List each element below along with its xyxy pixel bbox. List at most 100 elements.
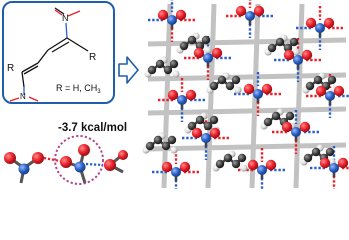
nitrogen-atom [245,11,255,21]
oxygen-atom [179,161,191,173]
lattice-molecules [142,0,349,189]
nitro-dimer [4,135,128,185]
oxygen-atom [167,89,179,101]
oxygen-atom [157,9,169,21]
diene-chain [21,37,89,88]
carbon-atom [237,153,247,163]
oxygen-atom [209,127,221,139]
carbon-atom [303,153,313,163]
carbon-atom [203,121,213,131]
oxygen-atom [333,85,345,97]
bond-n-c-top [65,22,68,39]
oxygen-atom [118,150,128,160]
carbon-atom [215,159,225,169]
oxygen-atom [60,156,72,168]
nitrogen-atom [293,55,303,65]
carbon-atom [263,117,273,127]
oxygen-atom [319,157,331,169]
nitro-group-top [54,7,81,17]
nitrogen-atom [177,95,187,105]
carbon-atom [179,41,189,51]
carbon-atom [217,75,227,85]
oxygen-atom [299,121,311,133]
carbon-atom [313,75,323,85]
oxygen-atom [32,152,44,164]
carbon-atom [201,35,211,45]
nitro-top-nitrogen: N [62,13,69,23]
carbon-atom [225,81,235,91]
figure: N R R N R = H, CH3 -3.7 kcal/mol [2,0,349,189]
nitrogen-atom [171,167,181,177]
oxygen-atom [235,5,247,17]
structure-frame [2,1,115,104]
oxygen-atom [104,159,116,171]
nitro-bottom-nitrogen: N [20,92,26,101]
nitrogen-atom [203,53,213,63]
carbon-atom [209,115,219,125]
substituent-note: R = H, CH3 [56,83,101,95]
carbon-atom [231,75,241,85]
nitrogen-atom [291,127,301,137]
oxygen-atom [211,47,223,59]
oxygen-atom [283,49,295,61]
hydrogen-atom [234,86,242,94]
nitrogen-atom [18,163,30,175]
transform-arrow [118,56,139,84]
carbon-atom [311,147,321,157]
oxygen-atom [301,49,313,61]
carbon-atom [163,65,173,75]
carbon-atom [327,75,337,85]
nitrogen-atom [201,133,211,143]
carbon-atom [195,115,205,125]
carbon-atom [325,147,335,157]
carbon-atom [161,141,171,151]
nitrogen-atom [325,91,335,101]
oxygen-atom [193,47,205,59]
carbon-atom [187,35,197,45]
highlight-circle [54,135,104,185]
carbon-atom [187,121,197,131]
nitrogen-atom [329,163,339,173]
carbon-atom [167,135,177,145]
crystal-packing [142,0,349,189]
oxygen-atom [305,17,317,29]
oxygen-atom [247,159,259,171]
oxygen-atom [175,9,187,21]
carbon-atom [155,59,165,69]
oxygen-atom [261,83,273,95]
oxygen-atom [161,161,173,173]
oxygen-atom [78,144,90,156]
oxygen-atom [265,159,277,171]
nitrogen-atom [257,165,267,175]
structure-panel: N R R N R = H, CH3 [2,1,115,104]
hydrogen-atom [204,46,212,54]
carbon-atom [289,37,299,47]
oxygen-atom [315,85,327,97]
nitrogen-atom [253,89,263,99]
carbon-atom [153,135,163,145]
nitrogen-atom [167,15,177,25]
substituent-r-left: R [7,63,14,74]
hydrogen-atom [170,146,178,154]
oxygen-atom [243,83,255,95]
oxygen-atom [337,157,349,169]
carbon-atom [275,37,285,47]
oxygen-atom [253,5,265,17]
carbon-atom [169,59,179,69]
carbon-atom [223,153,233,163]
oxygen-atom [191,127,203,139]
nitrogen-atom [74,161,86,173]
nitrogen-atom [315,23,325,33]
oxygen-atom [323,17,335,29]
oxygen-atom [185,89,197,101]
interaction-energy: -3.7 kcal/mol [58,122,127,134]
oxygen-atom [4,152,16,164]
carbon-atom [231,159,241,169]
nitro-group-bottom [9,96,39,102]
carbon-atom [209,81,219,91]
hydrogen-atom [240,164,248,172]
hydrogen-atom [172,70,180,78]
hydrogen-atom [292,48,300,56]
substituent-r-top: R [89,52,96,63]
oxygen-atom [281,121,293,133]
